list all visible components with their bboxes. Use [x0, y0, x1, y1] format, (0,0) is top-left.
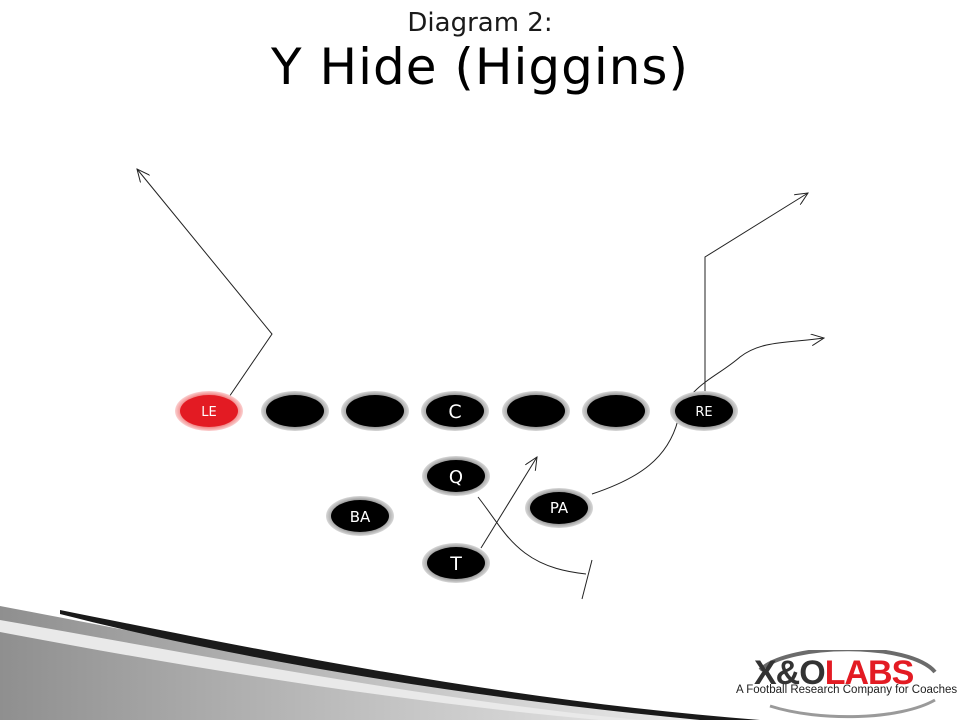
line-rg[interactable]	[502, 391, 570, 431]
player-label-ba: BA	[350, 508, 371, 526]
line-re[interactable]: RE	[670, 391, 738, 431]
player-label-pa: PA	[550, 499, 569, 517]
brand-tagline: A Football Research Company for Coaches	[736, 684, 958, 696]
q-block-end	[581, 559, 593, 600]
player-label-c: C	[448, 401, 461, 423]
back-ba[interactable]: BA	[326, 496, 394, 536]
line-rt[interactable]	[582, 391, 650, 431]
line-lt[interactable]	[261, 391, 329, 431]
player-label-re: RE	[695, 405, 712, 420]
line-c[interactable]: C	[421, 391, 489, 431]
back-q[interactable]: Q	[422, 456, 490, 496]
player-label-q: Q	[449, 467, 463, 488]
routes	[137, 169, 824, 600]
line-le[interactable]: LE	[175, 391, 243, 431]
back-t[interactable]: T	[422, 543, 490, 583]
le-route	[137, 169, 273, 398]
page-title: Y Hide (Higgins)	[271, 38, 689, 96]
t-route	[480, 457, 537, 549]
diagram-subtitle: Diagram 2:	[407, 8, 553, 38]
brand-prefix: X&O	[754, 654, 826, 692]
decorative-swoosh	[0, 606, 760, 720]
q-block-route	[477, 496, 587, 575]
player-label-le: LE	[201, 405, 216, 420]
back-pa[interactable]: PA	[525, 488, 593, 528]
brand-logo: X&OLABS A Football Research Company for …	[730, 650, 957, 720]
pa-route	[591, 338, 824, 495]
re-corner-route	[704, 193, 808, 393]
brand-name: X&OLABS	[754, 654, 915, 693]
player-label-t: T	[449, 553, 462, 575]
line-lg[interactable]	[341, 391, 409, 431]
brand-suffix: LABS	[824, 654, 915, 692]
logo-arc-icon	[758, 650, 937, 719]
